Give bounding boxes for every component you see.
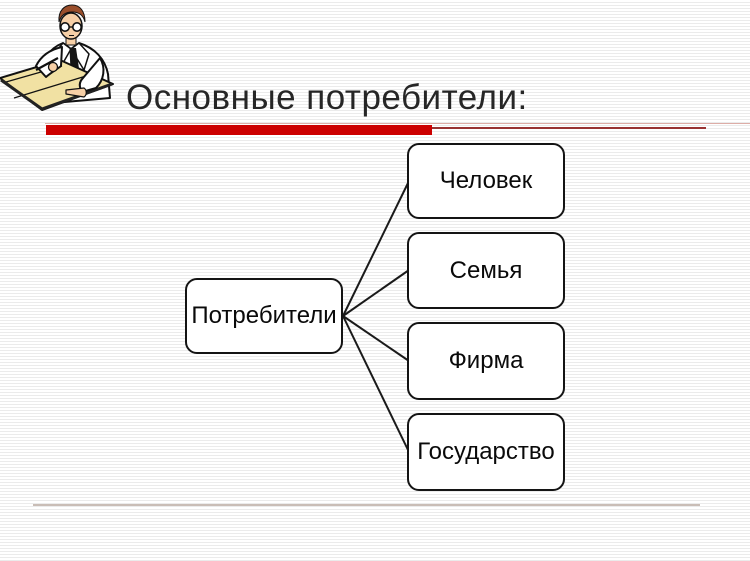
title-underline-tint-line <box>45 123 750 124</box>
diagram-node-semya: Семья <box>407 232 565 309</box>
diagram-node-chelovek: Человек <box>407 143 565 219</box>
title-accent-bar <box>46 125 432 135</box>
diagram-node-label: Потребители <box>191 302 337 329</box>
slide-title: Основные потребители: <box>126 78 528 117</box>
man-writing-clipart-icon <box>0 4 114 111</box>
title-accent-thin-line <box>432 127 706 129</box>
diagram-node-label: Фирма <box>448 347 524 374</box>
footer-divider-line <box>33 504 700 506</box>
diagram-node-root: Потребители <box>185 278 343 354</box>
diagram-node-firma: Фирма <box>407 322 565 400</box>
diagram-node-label: Государство <box>417 438 555 465</box>
diagram-node-label: Человек <box>439 167 533 194</box>
diagram-node-label: Семья <box>449 256 523 284</box>
diagram-node-gosudarstvo: Государство <box>407 413 565 491</box>
